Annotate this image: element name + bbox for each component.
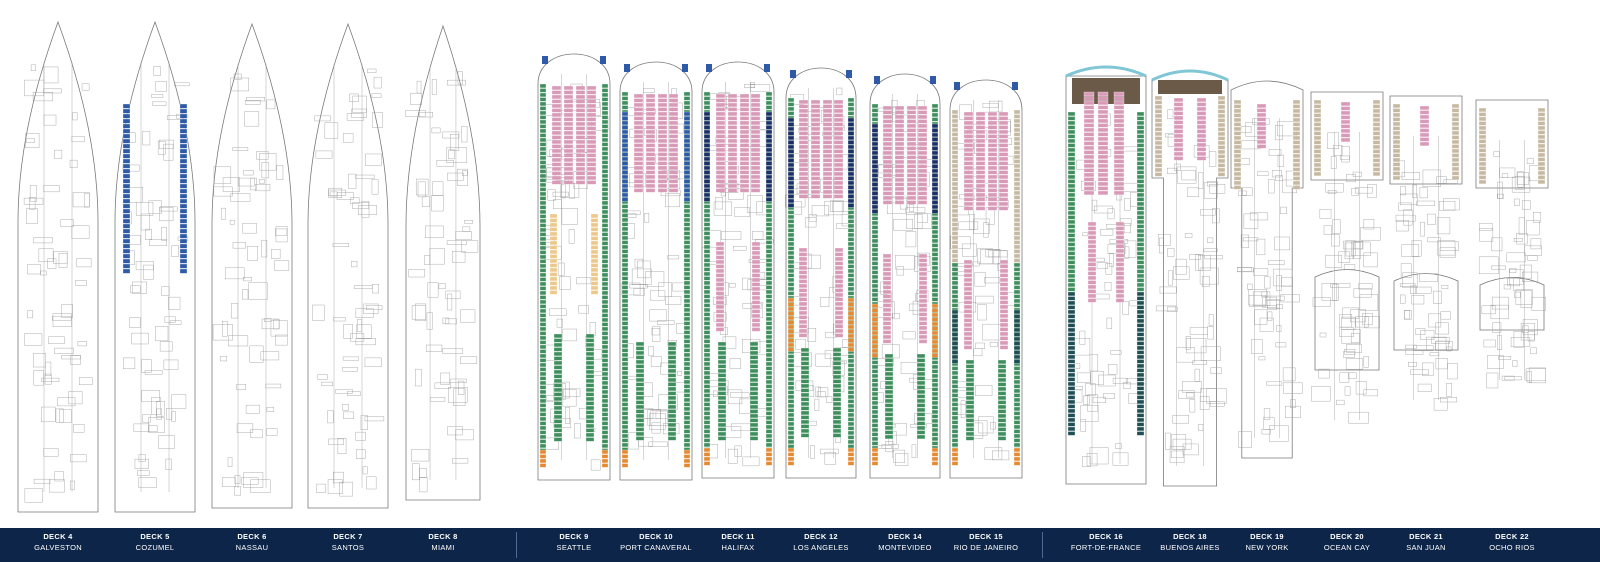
deck-name: SANTOS xyxy=(331,543,365,552)
deck-19-plan xyxy=(1230,80,1304,459)
deck-4-label: DECK 4 GALVESTON xyxy=(16,532,100,553)
deck-number: DECK 14 xyxy=(888,532,922,541)
deck-18-label: DECK 18 BUENOS AIRES xyxy=(1148,532,1232,553)
deck-number: DECK 12 xyxy=(804,532,838,541)
deck-number: DECK 8 xyxy=(428,532,458,541)
group-divider xyxy=(516,532,517,558)
deck-12-label: DECK 12 LOS ANGELES xyxy=(779,532,863,553)
deck-7-plan xyxy=(307,22,389,509)
deck-name: MIAMI xyxy=(431,543,455,552)
deck-4-plan xyxy=(17,20,99,513)
deck-number: DECK 19 xyxy=(1250,532,1284,541)
deck-21-label: DECK 21 SAN JUAN xyxy=(1384,532,1468,553)
deck-number: DECK 7 xyxy=(333,532,363,541)
deck-name: GALVESTON xyxy=(34,543,82,552)
deck-name: PORT CANAVERAL xyxy=(620,543,692,552)
deck-number: DECK 18 xyxy=(1173,532,1207,541)
deck-14-plan xyxy=(869,73,941,479)
deck-8-label: DECK 8 MIAMI xyxy=(401,532,485,553)
deck-number: DECK 11 xyxy=(721,532,755,541)
deck-22-label: DECK 22 OCHO RIOS xyxy=(1470,532,1554,553)
deck-name: FORT-DE-FRANCE xyxy=(1070,543,1142,552)
deck-11-label: DECK 11 HALIFAX xyxy=(696,532,780,553)
deck-name: OCHO RIOS xyxy=(1489,543,1535,552)
deck-14-label: DECK 14 MONTEVIDEO xyxy=(863,532,947,553)
deck-number: DECK 15 xyxy=(969,532,1003,541)
deck-name: NEW YORK xyxy=(1245,543,1289,552)
deck-5-label: DECK 5 COZUMEL xyxy=(113,532,197,553)
deck-name: MONTEVIDEO xyxy=(878,543,932,552)
deck-15-label: DECK 15 RIO DE JANEIRO xyxy=(944,532,1028,553)
deck-number: DECK 21 xyxy=(1409,532,1443,541)
deck-9-label: DECK 9 SEATTLE xyxy=(532,532,616,553)
deck-name: SAN JUAN xyxy=(1406,543,1446,552)
deck-number: DECK 10 xyxy=(639,532,673,541)
deck-6-plan xyxy=(211,22,293,509)
deck-name: OCEAN CAY xyxy=(1323,543,1371,552)
deck-22-plan xyxy=(1475,99,1549,389)
deck-11-plan xyxy=(701,61,775,479)
deck-name: HALIFAX xyxy=(721,543,755,552)
deck-name: NASSAU xyxy=(235,543,269,552)
deck-number: DECK 20 xyxy=(1330,532,1364,541)
deck-number: DECK 22 xyxy=(1495,532,1529,541)
deck-18-plan xyxy=(1151,69,1229,487)
deck-name: COZUMEL xyxy=(135,543,175,552)
deck-16-plan xyxy=(1065,65,1147,485)
deck-name: LOS ANGELES xyxy=(793,543,849,552)
deck-8-plan xyxy=(405,24,481,501)
deck-20-plan xyxy=(1310,91,1384,424)
deck-number: DECK 16 xyxy=(1089,532,1123,541)
deck-6-label: DECK 6 NASSAU xyxy=(210,532,294,553)
deck-19-label: DECK 19 NEW YORK xyxy=(1225,532,1309,553)
deck-number: DECK 5 xyxy=(140,532,170,541)
deck-15-plan xyxy=(949,79,1023,479)
deck-12-plan xyxy=(785,67,857,479)
deck-16-label: DECK 16 FORT-DE-FRANCE xyxy=(1064,532,1148,553)
deck-number: DECK 9 xyxy=(559,532,589,541)
deck-number: DECK 4 xyxy=(43,532,73,541)
deck-21-plan xyxy=(1389,95,1463,411)
deck-10-plan xyxy=(619,61,693,481)
deck-9-plan xyxy=(537,53,611,481)
deck-name: RIO DE JANEIRO xyxy=(953,543,1019,552)
deck-plan-diagram xyxy=(17,20,1549,513)
deck-20-label: DECK 20 OCEAN CAY xyxy=(1305,532,1389,553)
deck-number: DECK 6 xyxy=(237,532,267,541)
deck-7-label: DECK 7 SANTOS xyxy=(306,532,390,553)
deck-5-plan xyxy=(114,20,196,513)
deck-10-label: DECK 10 PORT CANAVERAL xyxy=(614,532,698,553)
deck-name: BUENOS AIRES xyxy=(1160,543,1220,552)
deck-label-bar: DECK 4 GALVESTON DECK 5 COZUMEL DECK 6 NASSAU… xyxy=(0,528,1600,562)
group-divider xyxy=(1042,532,1043,558)
deck-name: SEATTLE xyxy=(556,543,592,552)
